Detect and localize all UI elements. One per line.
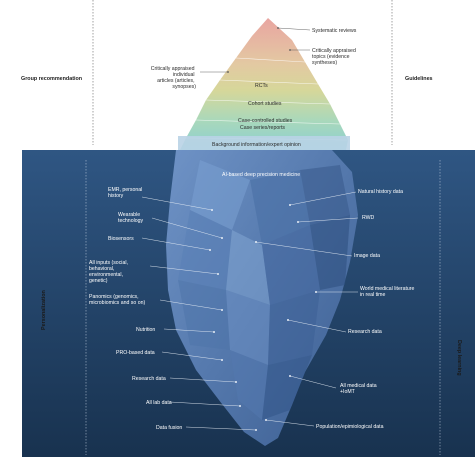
leader-dot [221, 359, 223, 361]
leader-dot [289, 375, 291, 377]
systematic-reviews-label: Systematic reviews [312, 28, 357, 34]
left-label-panomics: Panomics (genomics, microbiomics and so … [89, 294, 145, 306]
tier-case-controlled: Case-controlled studies [238, 118, 293, 124]
leader-dot [213, 331, 215, 333]
leader-dot [289, 204, 291, 206]
left-label-nutrition: Nutrition [136, 327, 155, 333]
leader-dot [297, 221, 299, 223]
leader-dot [235, 381, 237, 383]
tier-rcts: RCTs [255, 83, 268, 89]
right-label-population: Population/epimiological data [316, 424, 384, 430]
left-label-pro: PRO-based data [116, 350, 155, 356]
leader-dot [289, 49, 291, 51]
leader-dot [265, 419, 267, 421]
leader-dot [217, 273, 219, 275]
right-label-image: Image data [354, 253, 380, 259]
group-recommendation-label: Group recommendation [21, 76, 82, 82]
left-label-lab: All lab data [146, 400, 172, 406]
leader-dot [277, 27, 279, 29]
leader-dot [239, 405, 241, 407]
leader-dot [227, 71, 229, 73]
right-label-research: Research data [348, 329, 382, 335]
guidelines-label: Guidelines [405, 76, 433, 82]
right-label-natural-history: Natural history data [358, 189, 403, 195]
right-label-rwd: RWD [362, 215, 375, 221]
tier-case-series: Case series/reports [240, 125, 285, 131]
leader-dot [255, 241, 257, 243]
appraised-topics-label: Critically appraised topics (evidence sy… [312, 48, 357, 66]
leader-line [278, 28, 310, 30]
left-label-wearable: Wearable technology [118, 212, 143, 224]
appraised-individual-label: Critically appraised individual articles… [151, 66, 197, 90]
left-label-biosensors: Biosensors [108, 236, 134, 242]
leader-dot [209, 249, 211, 251]
tier-background: Background information/expert opinion [212, 142, 301, 148]
tier-cohort: Cohort studies [248, 101, 282, 107]
leader-dot [255, 429, 257, 431]
left-label-research: Research data [132, 376, 166, 382]
leader-dot [221, 309, 223, 311]
leader-dot [315, 291, 317, 293]
left-label-data-fusion: Data fusion [156, 425, 182, 431]
leader-dot [287, 319, 289, 321]
personalization-label: Personalization [41, 290, 47, 330]
leader-dot [221, 237, 223, 239]
leader-dot [211, 209, 213, 211]
deep-learning-label: Deep learning [456, 340, 462, 376]
underwater-title: AI-based deep precision medicine [222, 172, 300, 178]
